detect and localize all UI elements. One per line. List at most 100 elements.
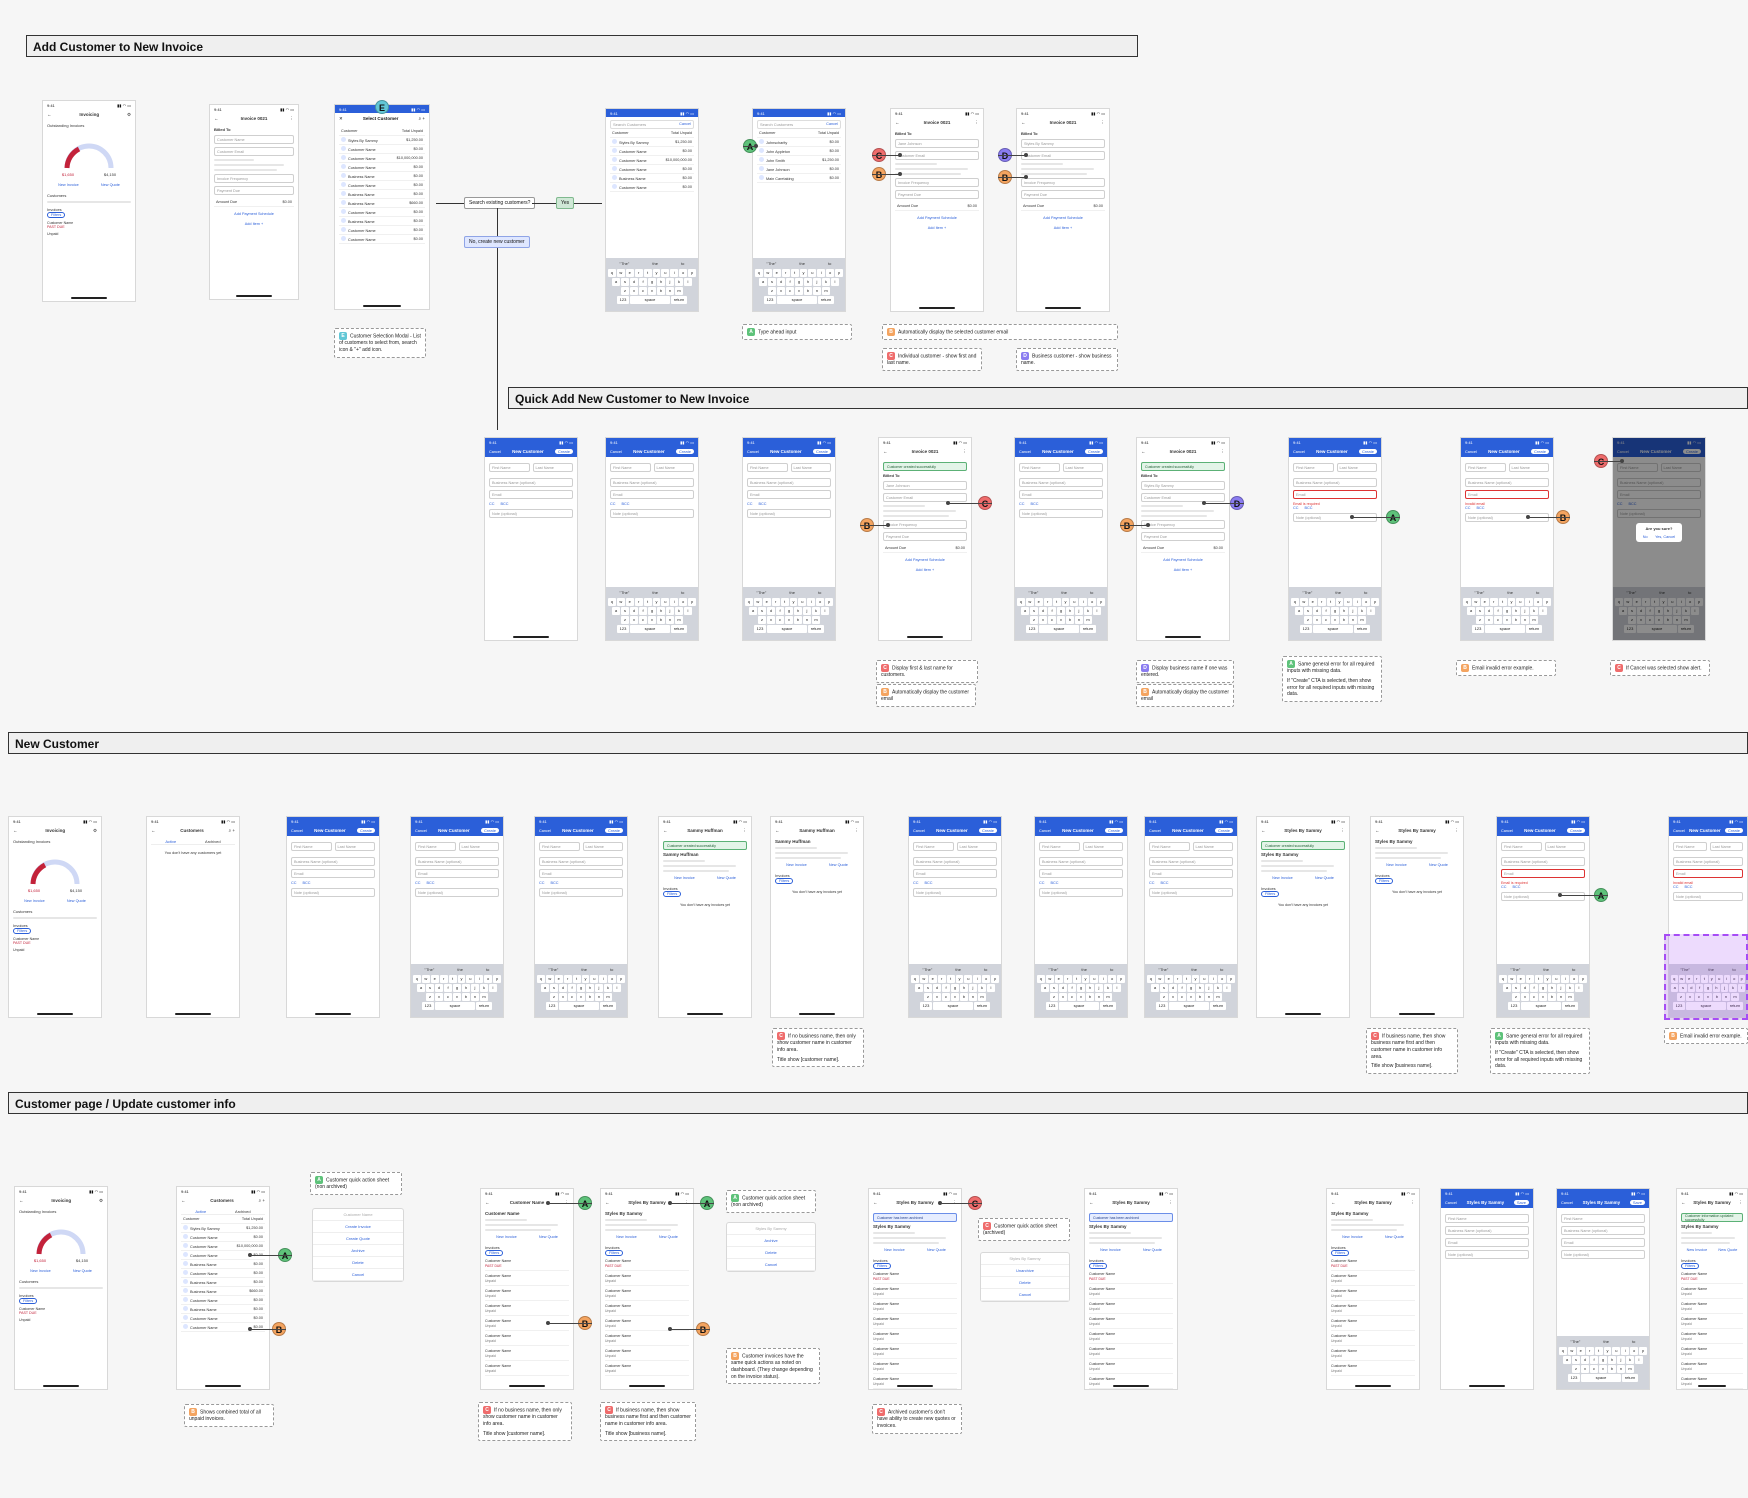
key-a[interactable]: a: [1467, 607, 1475, 615]
nav-action-button[interactable]: Create: [675, 449, 694, 454]
key-q[interactable]: q: [1016, 598, 1025, 606]
customer-row[interactable]: Styles By Sammy$1,250.00: [339, 136, 425, 145]
suggestion-2[interactable]: to: [1732, 967, 1736, 972]
key-f[interactable]: f: [1590, 1356, 1598, 1364]
more-icon[interactable]: ⚙: [92, 827, 97, 833]
key-b[interactable]: b: [1196, 993, 1204, 1001]
key-o[interactable]: o: [679, 269, 688, 277]
key-w[interactable]: w: [1678, 975, 1685, 983]
input-field[interactable]: Payment Due: [895, 190, 979, 199]
key-return[interactable]: return: [1678, 625, 1694, 633]
customer-row[interactable]: Customer Name$0.00: [339, 181, 425, 190]
key-a[interactable]: a: [612, 278, 620, 286]
input-field[interactable]: Business Name (optional): [1617, 478, 1701, 487]
key-x[interactable]: x: [1039, 616, 1047, 624]
key-z[interactable]: z: [426, 993, 434, 1001]
key-w[interactable]: w: [545, 975, 554, 983]
key-p[interactable]: p: [1227, 975, 1236, 983]
key-m[interactable]: m: [822, 287, 830, 295]
key-i[interactable]: i: [670, 598, 679, 606]
input-field[interactable]: Styles By Sammy: [1141, 481, 1225, 490]
key-x[interactable]: x: [777, 287, 785, 295]
input-field[interactable]: Invoice Frequency: [883, 520, 967, 529]
suggestion-2[interactable]: to: [828, 261, 832, 266]
bcc-link[interactable]: BCC: [500, 502, 509, 506]
input-field[interactable]: Last Name: [956, 842, 997, 851]
key-u[interactable]: u: [808, 269, 817, 277]
key-d[interactable]: d: [1039, 607, 1047, 615]
input-field[interactable]: Last Name: [790, 463, 831, 472]
key-k[interactable]: k: [1626, 1356, 1634, 1364]
key-y[interactable]: y: [652, 269, 661, 277]
suggestion-1[interactable]: the: [1507, 590, 1513, 595]
key-u[interactable]: u: [1344, 598, 1353, 606]
back-icon[interactable]: ←: [883, 449, 888, 454]
bcc-link[interactable]: BCC: [1512, 885, 1521, 889]
input-field[interactable]: First Name: [747, 463, 788, 472]
customer-row[interactable]: Customer Name$0.00: [610, 183, 694, 192]
key-c[interactable]: c: [942, 993, 950, 1001]
key-123[interactable]: 123: [617, 625, 629, 633]
input-field[interactable]: Business Name (optional): [1019, 478, 1103, 487]
key-p[interactable]: p: [825, 598, 834, 606]
key-p[interactable]: p: [1695, 598, 1704, 606]
key-k[interactable]: k: [822, 278, 830, 286]
key-u[interactable]: u: [1612, 1347, 1621, 1355]
key-i[interactable]: i: [1621, 1347, 1630, 1355]
cc-link[interactable]: CC: [610, 502, 616, 506]
customer-row[interactable]: Business Name$0.00: [610, 174, 694, 183]
key-w[interactable]: w: [1567, 1347, 1576, 1355]
suggestion-1[interactable]: the: [1708, 967, 1714, 972]
key-m[interactable]: m: [1682, 616, 1690, 624]
key-p[interactable]: p: [1543, 598, 1552, 606]
input-field[interactable]: Customer Email: [1141, 493, 1225, 502]
back-icon[interactable]: ←: [775, 828, 780, 833]
key-w[interactable]: w: [1045, 975, 1054, 983]
back-icon[interactable]: ←: [13, 828, 18, 833]
key-r[interactable]: r: [439, 975, 448, 983]
key-g[interactable]: g: [795, 278, 803, 286]
sheet-item[interactable]: Delete: [313, 1257, 403, 1269]
customer-row[interactable]: Styles By Sammy$1,250.00: [181, 1224, 265, 1233]
customer-row[interactable]: Customer Name$0.00: [181, 1314, 265, 1323]
key-n[interactable]: n: [471, 993, 479, 1001]
suggestion-1[interactable]: the: [581, 967, 587, 972]
bcc-link[interactable]: BCC: [1160, 881, 1169, 885]
new-quote-link[interactable]: New Quote: [1314, 876, 1334, 880]
input-field[interactable]: Jane Johnson: [883, 481, 967, 490]
key-a[interactable]: a: [1041, 984, 1049, 992]
key-b[interactable]: b: [1664, 616, 1672, 624]
nav-action-button[interactable]: Create: [812, 449, 831, 454]
key-y[interactable]: y: [457, 975, 466, 983]
key-p[interactable]: p: [688, 269, 697, 277]
key-n[interactable]: n: [1075, 616, 1083, 624]
key-j[interactable]: j: [1205, 984, 1213, 992]
input-field[interactable]: First Name: [1445, 1214, 1529, 1223]
cancel-button[interactable]: Cancel: [1149, 828, 1161, 833]
key-v[interactable]: v: [648, 616, 656, 624]
key-b[interactable]: b: [1066, 616, 1074, 624]
key-p[interactable]: p: [617, 975, 626, 983]
key-j[interactable]: j: [1720, 984, 1729, 992]
key-123[interactable]: 123: [546, 1002, 558, 1010]
customer-row[interactable]: Customer Name$0.00: [339, 163, 425, 172]
key-l[interactable]: l: [831, 278, 839, 286]
suggestion-1[interactable]: the: [457, 967, 463, 972]
input-field[interactable]: Invoice Frequency: [1141, 520, 1225, 529]
new-quote-link[interactable]: New Quote: [716, 876, 736, 880]
sheet-item[interactable]: Cancel: [313, 1269, 403, 1281]
key-o[interactable]: o: [1108, 975, 1117, 983]
key-return[interactable]: return: [1354, 625, 1370, 633]
key-v[interactable]: v: [1331, 616, 1339, 624]
filters-button[interactable]: Filters: [1331, 1250, 1350, 1256]
key-space[interactable]: space: [630, 625, 670, 633]
key-v[interactable]: v: [1655, 616, 1663, 624]
key-b[interactable]: b: [1512, 616, 1520, 624]
